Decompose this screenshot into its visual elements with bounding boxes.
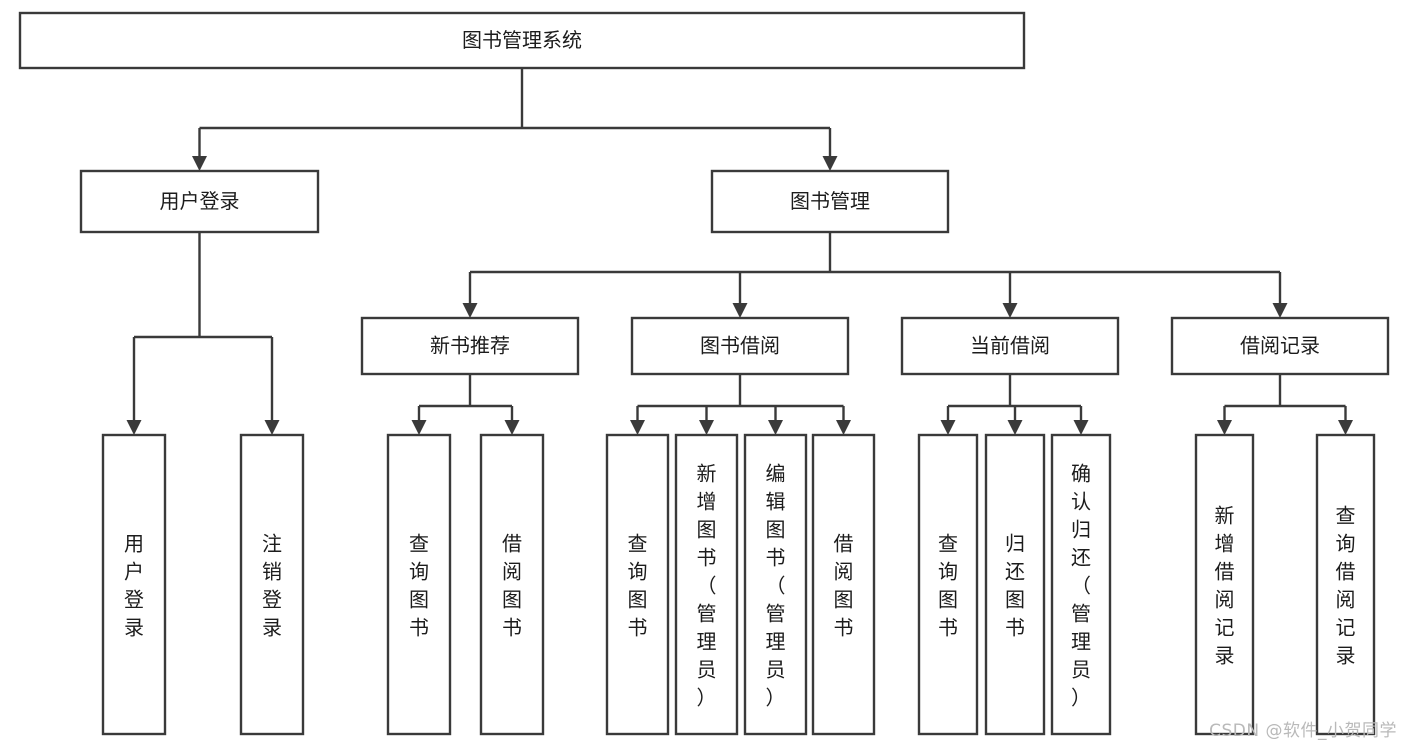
level2-node[interactable]: 用户登录 xyxy=(79,169,320,234)
leaf-node[interactable]: 编辑图书（管理员） xyxy=(743,433,808,736)
arrow-head-icon xyxy=(126,420,142,435)
node-box-借阅图书[interactable] xyxy=(811,433,876,736)
node-label: 归还图书 xyxy=(1005,531,1025,639)
arrow-head-icon xyxy=(504,420,520,435)
leaf-node[interactable]: 新增借阅记录 xyxy=(1194,433,1255,736)
leaf-node[interactable]: 借阅图书 xyxy=(811,433,876,736)
level3-node[interactable]: 借阅记录 xyxy=(1170,316,1390,376)
arrow-head-icon xyxy=(1338,420,1353,435)
node-label: 用户登录 xyxy=(160,189,240,213)
node-label: 借阅图书 xyxy=(502,531,522,639)
leaf-node[interactable]: 查询借阅记录 xyxy=(1315,433,1376,736)
arrow-head-icon xyxy=(630,420,645,435)
arrow-head-icon xyxy=(264,420,280,435)
node-label: 借阅记录 xyxy=(1240,334,1320,358)
csdn-watermark: CSDN @软件_小贺同学 xyxy=(1209,721,1397,741)
level3-node[interactable]: 图书借阅 xyxy=(630,316,850,376)
arrow-head-icon xyxy=(462,303,478,318)
arrow-head-icon xyxy=(192,156,207,171)
arrow-head-icon xyxy=(1272,303,1288,318)
node-box-确认归还管理员[interactable] xyxy=(1050,433,1112,736)
node-box-图书借阅[interactable] xyxy=(630,316,850,376)
leaf-node[interactable]: 查询图书 xyxy=(386,433,452,736)
node-box-注销登录[interactable] xyxy=(239,433,305,736)
node-box-新增图书管理员[interactable] xyxy=(674,433,739,736)
leaf-node[interactable]: 借阅图书 xyxy=(479,433,545,736)
node-box-查询借阅记录[interactable] xyxy=(1315,433,1376,736)
arrow-head-icon xyxy=(1007,420,1023,435)
arrow-head-icon xyxy=(768,420,783,435)
arrow-head-icon xyxy=(411,420,427,435)
node-label: 图书借阅 xyxy=(700,334,780,358)
node-box-归还图书[interactable] xyxy=(984,433,1046,736)
node-label: 新增图书（管理员） xyxy=(697,461,717,709)
node-label: 查询图书 xyxy=(409,531,429,639)
arrow-head-icon xyxy=(732,303,748,318)
node-box-编辑图书管理员[interactable] xyxy=(743,433,808,736)
node-label: 借阅图书 xyxy=(834,531,854,639)
node-label: 当前借阅 xyxy=(970,334,1050,358)
node-box-当前借阅[interactable] xyxy=(900,316,1120,376)
node-box-借阅记录[interactable] xyxy=(1170,316,1390,376)
arrow-head-icon xyxy=(699,420,714,435)
arrow-head-icon xyxy=(822,156,838,171)
leaf-node[interactable]: 用户登录 xyxy=(101,433,167,736)
node-box-图书管理系统[interactable] xyxy=(18,11,1026,70)
node-box-借阅图书[interactable] xyxy=(479,433,545,736)
node-label: 新增借阅记录 xyxy=(1215,503,1235,667)
leaf-node[interactable]: 确认归还（管理员） xyxy=(1050,433,1112,736)
node-box-新书推荐[interactable] xyxy=(360,316,580,376)
node-box-查询图书[interactable] xyxy=(605,433,670,736)
node-label: 查询图书 xyxy=(938,531,958,639)
node-label: 新书推荐 xyxy=(430,334,510,358)
arrow-head-icon xyxy=(1217,420,1232,435)
level3-node[interactable]: 当前借阅 xyxy=(900,316,1120,376)
leaf-node[interactable]: 查询图书 xyxy=(605,433,670,736)
node-label: 查询借阅记录 xyxy=(1336,503,1356,667)
node-label: 确认归还（管理员） xyxy=(1071,461,1091,709)
node-label: 编辑图书（管理员） xyxy=(766,461,786,709)
level2-node[interactable]: 图书管理 xyxy=(710,169,950,234)
node-box-用户登录[interactable] xyxy=(101,433,167,736)
node-label: 查询图书 xyxy=(628,531,648,639)
node-box-查询图书[interactable] xyxy=(386,433,452,736)
node-box-新增借阅记录[interactable] xyxy=(1194,433,1255,736)
leaf-node[interactable]: 归还图书 xyxy=(984,433,1046,736)
boxes-layer: 图书管理系统用户登录图书管理新书推荐图书借阅当前借阅借阅记录用户登录注销登录查询… xyxy=(18,11,1390,736)
node-box-查询图书[interactable] xyxy=(917,433,979,736)
node-box-图书管理[interactable] xyxy=(710,169,950,234)
node-box-用户登录[interactable] xyxy=(79,169,320,234)
arrow-head-icon xyxy=(1002,303,1018,318)
node-label: 图书管理系统 xyxy=(462,28,582,52)
level3-node[interactable]: 新书推荐 xyxy=(360,316,580,376)
root-node[interactable]: 图书管理系统 xyxy=(18,11,1026,70)
node-label: 注销登录 xyxy=(262,531,282,639)
node-label: 图书管理 xyxy=(790,189,870,213)
arrow-head-icon xyxy=(940,420,956,435)
arrow-head-icon xyxy=(836,420,851,435)
leaf-node[interactable]: 新增图书（管理员） xyxy=(674,433,739,736)
node-label: 用户登录 xyxy=(124,531,144,639)
arrow-head-icon xyxy=(1073,420,1089,435)
leaf-node[interactable]: 查询图书 xyxy=(917,433,979,736)
connectors-layer xyxy=(126,68,1353,435)
leaf-node[interactable]: 注销登录 xyxy=(239,433,305,736)
